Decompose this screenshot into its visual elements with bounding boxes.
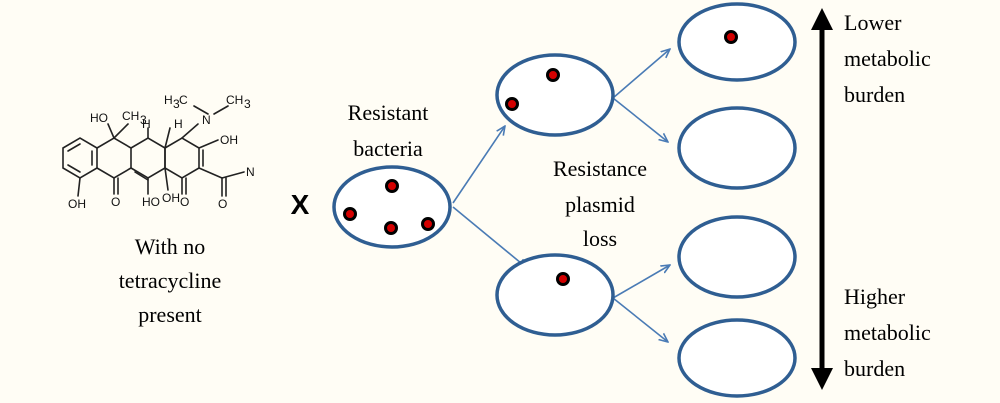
atom-h-left: H	[142, 117, 151, 131]
burden-bottom-line-1: Higher	[844, 284, 906, 309]
burden-top-line-1: Lower	[844, 10, 902, 35]
atom-ch3-right: CH	[226, 93, 243, 107]
burden-bottom-line-3: burden	[844, 356, 905, 381]
burden-arrow-head-down	[811, 368, 833, 390]
operator-x: X	[291, 189, 310, 220]
bond-oh-mid2	[164, 167, 169, 191]
arrow-lower-to-third	[612, 265, 670, 299]
burden-top-line-3: burden	[844, 82, 905, 107]
resistant-label-line-1: Resistant	[348, 100, 429, 125]
atom-h3c-c: C	[179, 93, 188, 107]
bacterium-gen1-lower	[495, 253, 615, 337]
plasmid	[343, 207, 357, 221]
arrow-upper-to-top	[612, 49, 670, 99]
atom-ch-top-sub: 3	[140, 113, 147, 127]
metabolic-burden-arrow	[811, 8, 833, 390]
bond-oh-top	[107, 123, 115, 139]
loss-label-line-1: Resistance	[553, 156, 647, 181]
bond-n-me2	[213, 105, 229, 115]
arrow-lower-to-bottom	[612, 297, 668, 342]
arrow-upper-to-second	[612, 97, 668, 142]
bond-amide-n	[221, 171, 245, 179]
cell-gen2-3	[677, 215, 797, 299]
bond-n	[181, 123, 199, 139]
atom-h3c-sub: 3	[173, 97, 180, 111]
burden-top-line-2: metabolic	[844, 46, 931, 71]
burden-arrow-head-up	[811, 8, 833, 30]
atom-n-center: N	[202, 113, 211, 127]
atom-amide-n: N	[246, 165, 255, 179]
plasmid	[505, 97, 519, 111]
caption-line-2: tetracycline	[119, 268, 222, 293]
plasmid	[724, 30, 738, 44]
ring-a-double-3	[67, 164, 81, 173]
cell-gen2-2	[677, 106, 797, 190]
caption-line-3: present	[138, 302, 202, 327]
atom-ch3-right-sub: 3	[244, 97, 251, 111]
atom-oh-bottom-mid2: OH	[162, 191, 180, 205]
atom-ho-bottom-mid: HO	[142, 195, 160, 209]
arrow-parent-to-upper	[452, 126, 505, 204]
plasmid	[556, 272, 570, 286]
bacterium-gen2-1	[677, 2, 797, 82]
atom-ho-top: HO	[90, 111, 108, 125]
loss-label-line-3: loss	[583, 226, 617, 251]
bacterium-gen1-upper	[495, 53, 615, 137]
atom-h-right: H	[174, 117, 183, 131]
bond-n-me1	[193, 105, 209, 115]
plasmid	[384, 221, 398, 235]
atom-o-bottom-2: O	[180, 195, 189, 209]
bacterium-parent	[332, 165, 452, 249]
atom-oh-bottom-left: OH	[68, 197, 86, 211]
bond-oh-bottom	[77, 177, 81, 197]
plasmid	[546, 68, 560, 82]
burden-bottom-line-2: metabolic	[844, 320, 931, 345]
ring-a-double-1	[67, 143, 81, 152]
cell-gen2-4	[677, 318, 797, 398]
atom-o-amide: O	[218, 197, 227, 211]
ring-d	[164, 137, 200, 179]
atom-o-bottom-1: O	[111, 195, 120, 209]
cell-parent	[332, 165, 452, 249]
bond-h-right	[164, 127, 171, 149]
plasmid	[421, 217, 435, 231]
resistant-label-line-2: bacteria	[353, 136, 423, 161]
ring-b	[96, 137, 132, 179]
atom-h3c-h: H	[164, 93, 173, 107]
plasmid	[385, 179, 399, 193]
arrow-parent-to-lower	[452, 206, 527, 268]
cell-gen1-upper	[495, 53, 615, 137]
tetracycline-structure: HO CH 3 H H H 3 C CH 3 N OH N OH O HO OH…	[62, 93, 255, 211]
ring-c-double	[134, 171, 149, 181]
atom-ch-top: CH	[122, 109, 139, 123]
cell-gen2-1	[677, 2, 797, 82]
bond-ch3-top	[113, 123, 129, 139]
bond-oh-right	[198, 139, 219, 149]
cell-gen1-lower	[495, 253, 615, 337]
loss-label-line-2: plasmid	[565, 192, 635, 217]
caption-line-1: With no	[135, 234, 206, 259]
bond-amide	[198, 167, 223, 179]
atom-oh-right: OH	[220, 133, 238, 147]
